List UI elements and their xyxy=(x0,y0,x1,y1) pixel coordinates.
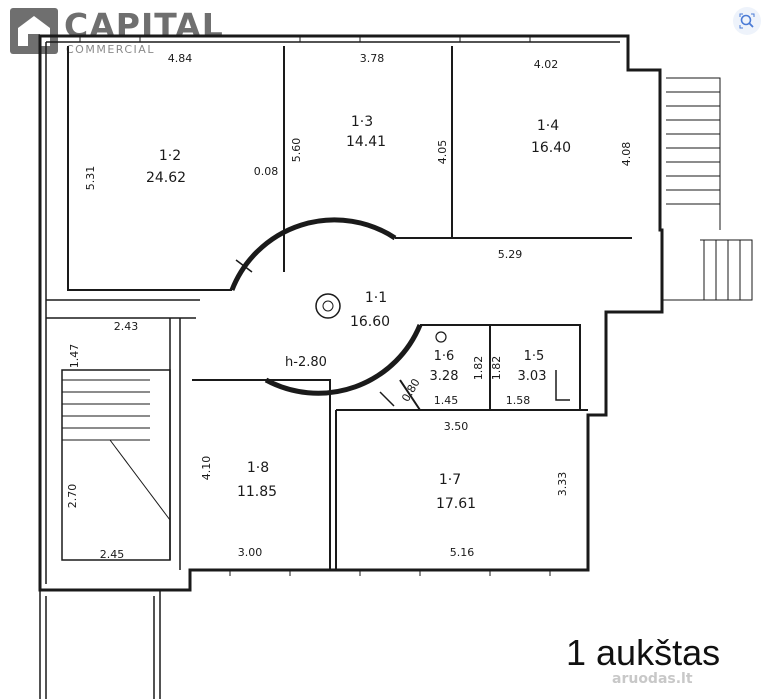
room-area: 17.61 xyxy=(436,496,476,512)
room-area: 3.28 xyxy=(430,369,459,384)
room-area: 24.62 xyxy=(146,170,186,186)
room-id: 1·7 xyxy=(439,472,461,488)
room-area: 11.85 xyxy=(237,484,277,500)
dimension-label: 2.45 xyxy=(100,548,125,561)
dimension-label: 3.78 xyxy=(360,52,385,65)
newel-post-icon xyxy=(315,293,341,319)
dimension-label: 1.45 xyxy=(434,394,459,407)
dimension-label: 0.80 xyxy=(399,376,423,404)
dimension-label: 2.70 xyxy=(66,484,79,509)
right-stairs xyxy=(666,77,721,230)
dimension-label: 2.43 xyxy=(114,320,139,333)
dimension-label: 0.08 xyxy=(254,165,279,178)
dimension-label: 5.31 xyxy=(84,166,97,191)
logo-tagline: COMMERCIAL xyxy=(66,43,155,56)
logo-name: CAPITAL xyxy=(64,6,224,45)
dimension-label: 4.05 xyxy=(436,140,449,165)
dimension-label: 1.47 xyxy=(68,344,81,369)
room-area: 14.41 xyxy=(346,134,386,150)
dimension-label: 4.08 xyxy=(620,142,633,167)
dimension-label: 4.84 xyxy=(168,52,193,65)
room-id: 1·8 xyxy=(247,460,269,476)
dimension-label: 4.02 xyxy=(534,58,559,71)
room-id: 1·3 xyxy=(351,114,373,130)
dimension-label: 3.33 xyxy=(556,472,569,497)
logo-house-icon xyxy=(10,8,58,54)
room-id: 1·2 xyxy=(159,148,181,164)
dimension-label: 3.50 xyxy=(444,420,469,433)
room-area: 3.03 xyxy=(518,369,547,384)
height-label: h-2.80 xyxy=(285,355,327,370)
dimension-label: 4.10 xyxy=(200,456,213,481)
room-id: 1·6 xyxy=(434,349,455,364)
zoom-icon[interactable] xyxy=(733,7,761,35)
dimension-label: 5.60 xyxy=(290,138,303,163)
room-id: 1·4 xyxy=(537,118,559,134)
room-area: 16.60 xyxy=(350,314,390,330)
wall-1-2-left xyxy=(67,46,232,291)
dimension-label: 1.82 xyxy=(472,356,485,381)
dimension-label: 5.16 xyxy=(450,546,475,559)
watermark: aruodas.lt xyxy=(612,671,693,687)
round-hall-wall xyxy=(229,217,397,291)
dimension-label: 1.58 xyxy=(506,394,531,407)
room-id: 1·1 xyxy=(365,290,387,306)
dimension-label: 5.29 xyxy=(498,248,523,261)
left-stairs xyxy=(61,369,171,561)
room-id: 1·5 xyxy=(524,349,545,364)
room-area: 16.40 xyxy=(531,140,571,156)
dimension-label: 1.82 xyxy=(490,356,503,381)
floor-label: 1 aukštas xyxy=(566,632,721,673)
dimension-label: 3.00 xyxy=(238,546,263,559)
